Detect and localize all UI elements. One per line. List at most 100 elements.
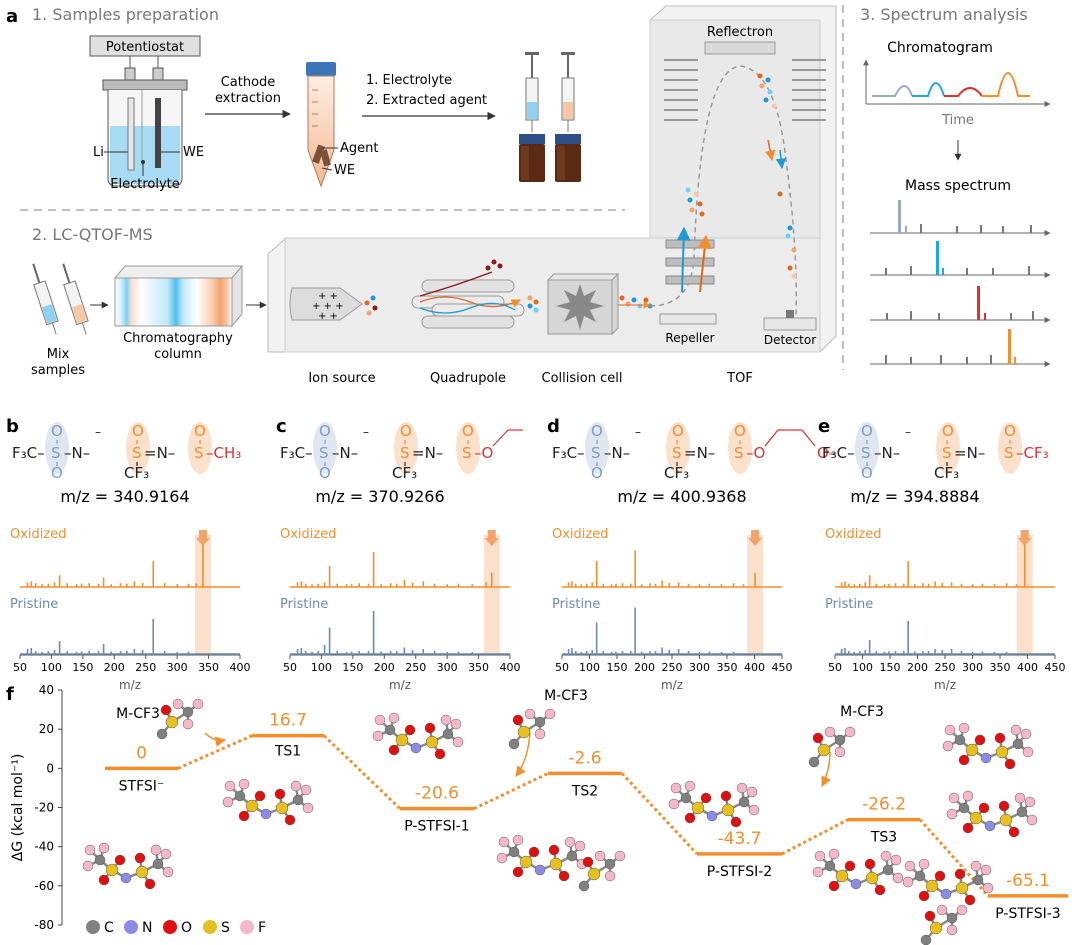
spectrum-peak: [141, 650, 144, 655]
tof-ions: [685, 73, 797, 279]
mass-spectrum-label: Mass spectrum: [905, 178, 1011, 194]
y-tick-label: 20: [39, 722, 54, 736]
spectrum-peak: [677, 649, 680, 655]
molecule-atom: [958, 754, 970, 766]
x-axis-title: m/z: [389, 678, 411, 692]
spectrum-peak: [176, 584, 178, 587]
y-tick-label: 40: [39, 683, 54, 697]
molecule-atom: [162, 866, 174, 878]
structure-atom-label: =N–: [412, 444, 443, 462]
molecule-atom: [302, 802, 314, 814]
mix-syringes: [32, 263, 89, 335]
chromatogram-label: Chromatogram: [887, 40, 993, 56]
molecule-atom: [94, 854, 106, 866]
molecule-atom: [929, 921, 943, 935]
spectrum-peak: [34, 583, 37, 587]
detector-label: Detector: [764, 333, 816, 347]
spectrum-peak: [133, 649, 136, 655]
structure-atom-label: O: [672, 422, 684, 440]
spectrum-peak: [350, 651, 353, 655]
x-axis-title: m/z: [661, 678, 683, 692]
spectrum-peak: [634, 607, 636, 655]
molecule-atom: [850, 878, 862, 890]
molecule-atom: [442, 728, 454, 740]
molecule-atom: [160, 848, 172, 860]
section-title-spectrum-analysis: 3. Spectrum analysis: [860, 5, 1028, 24]
spectrum-peak: [668, 582, 671, 587]
spectrum-peak: [300, 648, 303, 655]
spectrum-peak: [102, 644, 105, 655]
spectrum-peak: [457, 651, 460, 655]
molecule-atom: [962, 790, 974, 802]
structure-atom-label: O: [591, 464, 603, 482]
molecule-atom: [508, 738, 520, 750]
molecule-atom: [980, 864, 992, 876]
structure-atom-label: O: [51, 464, 63, 482]
spectrum-peak: [1005, 652, 1008, 655]
molecule-atom: [192, 698, 204, 710]
spectrum-peak: [993, 652, 996, 655]
molecule-atom: [388, 744, 400, 756]
structure-atom-label: =N–: [954, 444, 985, 462]
structure-atom-label: S: [51, 444, 61, 462]
molecule-atom: [524, 708, 536, 720]
spectrum-peak: [163, 583, 166, 587]
spectrum-peak: [960, 583, 963, 587]
molecule-atom: [98, 874, 110, 886]
structure-atom-label: S: [1004, 444, 1014, 462]
y-tick-label: -20: [34, 801, 54, 815]
molecule-atom: [980, 752, 992, 764]
spectrum-peak: [922, 651, 924, 655]
molecule-atom: [512, 866, 524, 878]
spectrum-peak: [883, 584, 886, 587]
x-tick-label: 350: [198, 661, 219, 674]
molecule-atom: [946, 808, 958, 820]
pristine-series-label: Pristine: [280, 597, 328, 612]
structure-atom-label: CF₃: [392, 464, 417, 482]
molecule-atom: [874, 884, 886, 896]
structure-atom-label: –CF₃: [1016, 444, 1049, 462]
x-tick-label: 100: [41, 661, 62, 674]
molecule-atom: [684, 812, 696, 824]
step2-label: 2. Extracted agent: [366, 93, 487, 108]
spectrum-peak: [844, 648, 846, 655]
molecule-atom: [614, 850, 626, 862]
spectrum-peak: [732, 583, 735, 587]
spectrum-peak: [66, 583, 68, 587]
spectrum-peak: [687, 583, 690, 587]
spectrum-peak: [971, 652, 974, 655]
molecule-atom: [440, 714, 452, 726]
structure-atom-label: –: [635, 425, 641, 439]
spectrum-peak: [358, 651, 360, 655]
spectrum-peak: [323, 645, 326, 655]
spectrum-peak: [615, 651, 617, 655]
state-label: P-STFSI-2: [707, 864, 772, 880]
spectrum-peak: [195, 583, 197, 587]
spectrum-peak: [941, 650, 944, 655]
spectrum-peak: [993, 584, 996, 587]
spectrum-peak: [864, 582, 867, 587]
molecule-atom: [245, 799, 259, 813]
x-tick-label: 150: [342, 661, 363, 674]
molecule-atom: [904, 860, 916, 872]
potentiostat-label: Potentiostat: [106, 40, 184, 55]
ion-dot: [527, 303, 533, 309]
molecule-atom: [395, 733, 409, 747]
energy-connector: [322, 734, 402, 810]
legend-o-atom: [163, 920, 177, 934]
spectrum-peak: [97, 583, 100, 587]
spectrum-peak: [202, 544, 204, 587]
spectrum-peak: [367, 651, 370, 655]
spectrum-peak: [888, 583, 890, 587]
molecule-atom: [730, 816, 742, 828]
detector-element: [786, 310, 794, 318]
highlight-band: [1016, 535, 1033, 655]
spectrum-peak: [585, 651, 588, 655]
spectrum-peak: [88, 583, 90, 587]
quadrupole: [411, 259, 525, 329]
sample-syringes-vials: [519, 52, 581, 182]
molecule-atom: [519, 855, 533, 869]
spectrum-peak: [75, 584, 78, 587]
molecule-atom: [224, 780, 236, 792]
molecule-atom: [134, 852, 146, 864]
